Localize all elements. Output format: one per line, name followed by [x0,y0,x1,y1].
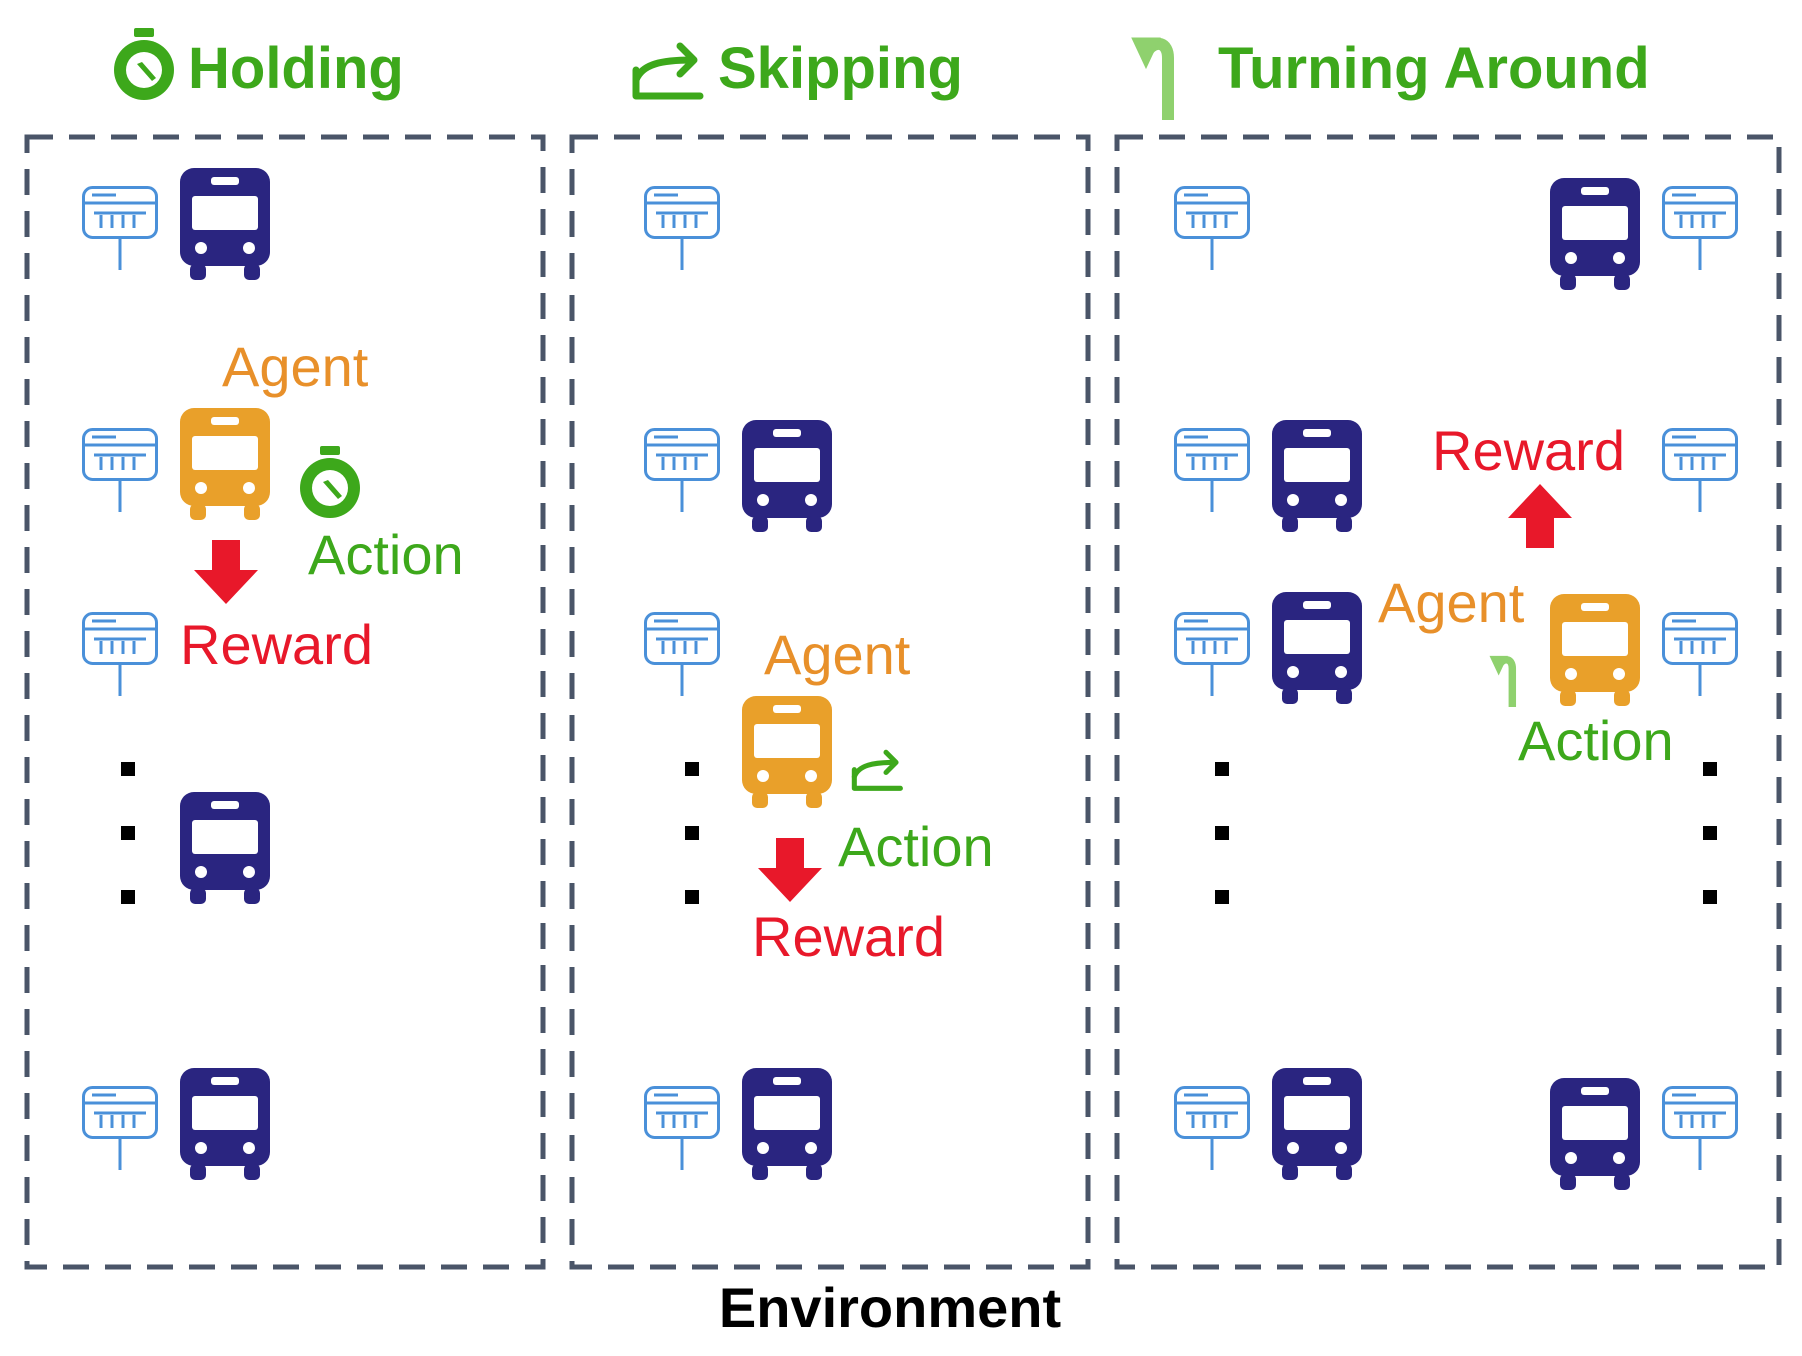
holding-title-group: Holding [114,28,404,101]
bus-stop-icon [1662,612,1738,698]
bus-stop-icon [1174,612,1250,698]
bus-stop-icon [1174,1086,1250,1172]
bus-icon [1272,420,1362,532]
agent-bus-icon [1550,594,1640,706]
ellipsis-dots [121,762,135,904]
bus-stop-icon [1662,428,1738,514]
ellipsis-dots [685,762,699,904]
turning-title: Turning Around [1218,36,1650,101]
u-turn-arrow-icon [1132,38,1168,120]
holding-scene: Agent Action Reward [82,168,464,1180]
reward-label: Reward [180,613,373,676]
bus-icon [1272,592,1362,704]
ellipsis-dots [1703,762,1717,904]
u-turn-arrow-icon [1490,656,1512,707]
holding-panel [24,134,546,1270]
bus-stop-icon [1662,1086,1738,1172]
bus-stop-icon [1662,186,1738,272]
turning-title-group: Turning Around [1132,36,1650,120]
bus-icon [742,420,832,532]
bus-icon [1272,1068,1362,1180]
agent-label: Agent [764,623,911,686]
bus-icon [180,792,270,904]
environment-label: Environment [719,1276,1061,1339]
bus-stop-icon [644,612,720,698]
skipping-title: Skipping [718,36,963,101]
bus-stop-icon [1174,428,1250,514]
turning-scene: Reward Agent Action [1174,178,1738,1190]
skipping-title-group: Skipping [636,36,963,101]
bus-icon [180,168,270,280]
bus-stop-icon [1174,186,1250,272]
reward-label: Reward [1432,419,1625,482]
stopwatch-icon [300,446,360,518]
action-label: Action [1518,709,1674,772]
action-label: Action [838,815,994,878]
ellipsis-dots [1215,762,1229,904]
bus-stop-icon [82,428,158,514]
agent-bus-icon [742,696,832,808]
bus-icon [180,1068,270,1180]
bus-stop-icon [82,1086,158,1172]
bus-stop-icon [644,186,720,272]
agent-bus-icon [180,408,270,520]
reward-arrow-icon [758,838,822,902]
bus-stop-icon [644,428,720,514]
skipping-scene: Agent Action Reward [644,186,994,1180]
reward-arrow-icon [1508,484,1572,548]
bus-stop-icon [82,612,158,698]
action-label: Action [308,523,464,586]
reward-arrow-icon [194,540,258,604]
agent-label: Agent [1378,571,1525,634]
bus-icon [1550,178,1640,290]
reward-label: Reward [752,905,945,968]
bus-stop-icon [644,1086,720,1172]
bus-icon [1550,1078,1640,1190]
skip-arrow-icon [854,752,900,788]
holding-title: Holding [188,36,404,101]
skip-arrow-icon [636,46,700,96]
stopwatch-icon [114,28,174,100]
skipping-panel [569,134,1091,1270]
bus-stop-icon [82,186,158,272]
bus-icon [742,1068,832,1180]
turning-panel [1114,134,1782,1270]
agent-label: Agent [222,335,369,398]
